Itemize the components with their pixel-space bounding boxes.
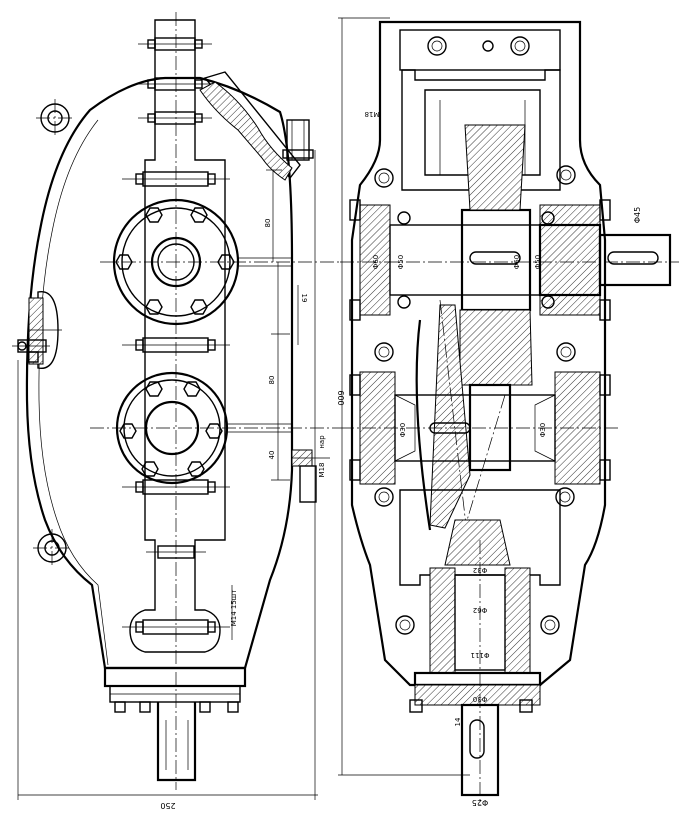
dim-front-m18-suffix: нар [318,435,326,449]
front-top-bolts [122,37,230,635]
dim-side-mid-bore-right: Φ30 [539,423,547,437]
dim-front-80-top: 80 [264,219,272,228]
dim-side-pinion-bore-1: Φ32 [473,566,487,574]
dim-front-19: 19 [300,294,308,303]
bolt [146,545,206,559]
front-lifting-lug-top [36,99,74,137]
dim-side-input-dia: Φ45 [633,207,642,223]
side-inner-frame-upper [424,89,541,176]
bolt [122,171,230,187]
side-view: 600 Φ45 Φ25 Φ60 Φ50 Φ60 Φ50 Φ30 Φ30 Φ32 … [336,17,679,807]
dim-side-top-label: M18 [365,110,380,118]
dim-side-pinion-bore-2: Φ62 [473,606,487,614]
dim-front-overall-width: 250 [160,801,175,810]
dim-side-key: 14 [454,717,462,726]
side-bevel-gear [415,299,506,561]
front-upper-bearing-cover [100,198,340,326]
side-housing-outline [350,20,607,687]
bolt [138,77,212,91]
bolt [122,479,230,495]
front-housing-outline [25,76,294,670]
bolt [138,111,212,125]
bolt [122,337,230,353]
dim-side-top-bore-mid: Φ60 [513,255,521,269]
dim-front-40: 40 [268,451,276,460]
side-dimensions: 600 Φ45 Φ25 Φ60 Φ50 Φ60 Φ50 Φ30 Φ30 Φ32 … [336,17,642,807]
dim-side-mid-bore-left: Φ30 [399,423,407,437]
bolt [138,37,212,51]
dim-side-top-bore-right: Φ50 [534,255,542,269]
dim-side-top-bore-left: Φ60 [372,255,380,269]
side-intermediate-shaft [340,371,620,485]
front-base [103,666,247,782]
dim-front-80-mid: 80 [268,376,276,385]
side-top-cover [399,29,561,71]
dim-front-m18: M18 [318,463,326,478]
front-view: 80 80 40 19 M18 нар M14 15шт 250 [12,12,340,810]
side-mount-holes [374,165,576,635]
side-input-shaft [340,124,679,386]
front-oil-drain-plug [291,449,330,503]
front-breather-dipstick [199,71,314,181]
dim-side-overall-height: 600 [336,390,345,405]
front-side-valve [12,291,62,369]
front-dimensions: 80 80 40 19 M18 нар M14 15шт 250 [17,150,326,810]
side-inner-frame-top [401,69,561,191]
front-split-flange [129,19,226,653]
dim-side-pinion-bore-3: Φ111 [471,651,490,659]
side-flange-bolts [349,199,611,713]
dim-side-pinion-bore-4: Φ30 [473,695,487,703]
dim-side-output-dia: Φ25 [472,798,488,807]
front-lifting-lug-bottom [33,529,71,567]
dim-front-bolt-spec: M14 15шт [230,590,238,627]
side-output-pinion [413,519,542,805]
front-lower-bearing-cover [90,371,340,485]
front-housing-inner [38,119,109,666]
dim-side-top-bore-inner: Φ50 [397,255,405,269]
bolt [122,619,230,635]
side-inner-frame-bottom [399,489,561,586]
